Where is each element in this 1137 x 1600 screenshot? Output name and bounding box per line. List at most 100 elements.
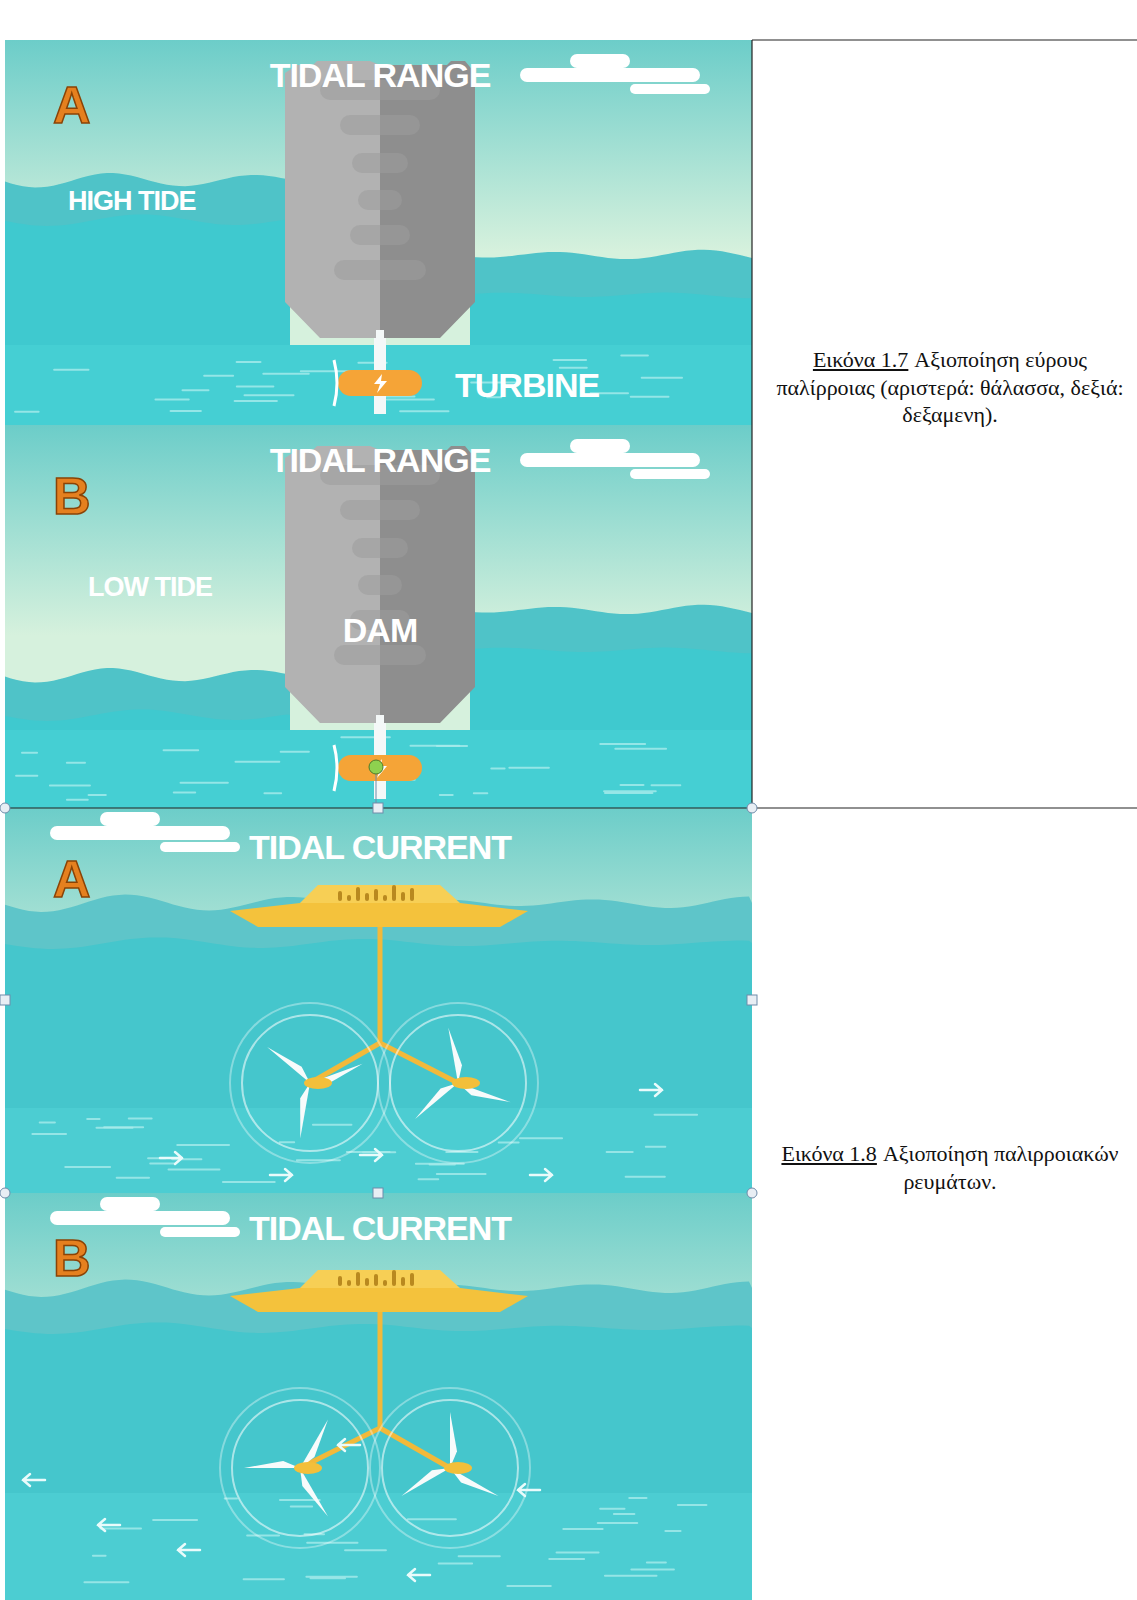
water-streak	[621, 355, 648, 357]
water-streak	[182, 389, 208, 391]
water-streak	[499, 1142, 519, 1144]
water-streak	[437, 1173, 486, 1175]
water-streak	[598, 1522, 637, 1524]
water-streak	[237, 386, 274, 388]
caption-text: Αξιοποίηση παλιρροιακών ρευμάτων.	[883, 1141, 1119, 1194]
panel-title: DAM	[343, 613, 417, 649]
rotor-blade	[415, 1083, 458, 1119]
water-streak	[100, 1527, 141, 1529]
platform	[230, 903, 528, 927]
rotor-blade	[450, 1412, 457, 1468]
panel-letter: B	[53, 469, 91, 524]
water-streak	[174, 792, 195, 794]
cloud	[570, 54, 630, 68]
water-streak	[652, 784, 681, 786]
water-streak	[177, 1144, 229, 1146]
turbine-body	[338, 370, 422, 396]
water-streak	[665, 1530, 680, 1532]
panel-title: TIDAL CURRENT	[249, 830, 511, 866]
water-streak	[440, 794, 453, 796]
rotor-blade	[267, 1047, 310, 1083]
bar-icon	[401, 892, 405, 901]
panel-letter: A	[53, 78, 91, 133]
water-streak	[408, 1518, 456, 1520]
turbine-shaft	[376, 715, 384, 755]
panel-letter: B	[53, 1231, 91, 1286]
water-streak	[280, 1141, 294, 1143]
water-streak	[129, 1117, 152, 1119]
water-streak	[600, 743, 645, 745]
water-streak	[607, 1151, 633, 1153]
water-streak	[387, 398, 434, 400]
figure-caption: Εικόνα 1.7Αξιοποίηση εύρους παλίρροιας (…	[768, 346, 1132, 429]
dam-stripe	[358, 190, 402, 210]
bar-icon	[374, 1274, 378, 1286]
water-streak	[306, 1576, 356, 1578]
panel-title: TURBINE	[455, 368, 599, 404]
selection-handle	[747, 1188, 757, 1198]
rotation-ring	[382, 1400, 518, 1536]
bar-icon	[374, 889, 378, 901]
water-streak	[419, 1178, 439, 1180]
water-streak	[459, 1555, 500, 1557]
water-streak	[67, 762, 85, 764]
water-streak	[247, 1534, 279, 1536]
rotation-ring	[232, 1400, 368, 1536]
water-streak	[614, 1513, 634, 1515]
illustration-panel: ATIDAL RANGEHIGH TIDETURBINE	[5, 40, 752, 425]
support-pole	[300, 1312, 450, 1468]
rotation-ring	[390, 1015, 526, 1151]
dam-stripe	[340, 500, 420, 520]
water-streak	[509, 767, 549, 769]
platform-top	[300, 1270, 460, 1288]
deep-water	[5, 1493, 752, 1600]
lightning-symbol	[374, 374, 387, 393]
current-arrow	[518, 1484, 540, 1496]
water-streak	[605, 1575, 657, 1577]
water-streak	[164, 749, 199, 751]
dam-stripe	[352, 153, 408, 173]
bar-icon	[356, 887, 360, 901]
water-streak	[439, 1562, 472, 1564]
water-streak	[310, 1577, 345, 1579]
panel-title: TIDAL RANGE	[270, 443, 491, 479]
water-streak	[600, 1508, 624, 1510]
water-streak	[563, 1528, 602, 1530]
water-streak	[474, 792, 487, 794]
bar-icon	[356, 1272, 360, 1286]
water-streak	[605, 792, 652, 794]
rotor-blade	[300, 1420, 328, 1468]
water-streak	[236, 761, 280, 763]
water-streak	[291, 1505, 312, 1507]
water-streak	[87, 1118, 99, 1120]
far-hills	[5, 895, 752, 1193]
water-streak	[400, 410, 448, 412]
rotor-hub	[444, 1462, 472, 1474]
water-streak	[153, 1519, 197, 1521]
water-streak	[557, 1551, 599, 1553]
water-streak	[245, 394, 294, 396]
current-arrow	[338, 1439, 360, 1451]
water-streak	[32, 1133, 66, 1135]
water-streak	[491, 767, 504, 769]
table-line	[752, 39, 1137, 40]
cloud	[520, 68, 700, 82]
current-arrow	[23, 1474, 45, 1486]
current-arrow	[408, 1569, 430, 1581]
cloud	[630, 84, 710, 94]
panel-illustration	[5, 40, 752, 425]
water-streak	[264, 792, 281, 794]
figure-number: Εικόνα 1.7	[813, 347, 908, 372]
water-streak	[155, 398, 188, 400]
bar-icon	[392, 885, 396, 901]
water-streak	[15, 411, 39, 413]
rotor-hub	[304, 1077, 332, 1089]
panel-illustration	[5, 1193, 752, 1600]
turbine-blade	[334, 745, 337, 791]
rotation-ring	[378, 1003, 538, 1163]
panel-illustration	[5, 425, 752, 808]
dam-stripe	[340, 115, 420, 135]
dam-stripe	[358, 575, 402, 595]
water-streak	[16, 775, 37, 777]
rotation-ring	[370, 1388, 530, 1548]
